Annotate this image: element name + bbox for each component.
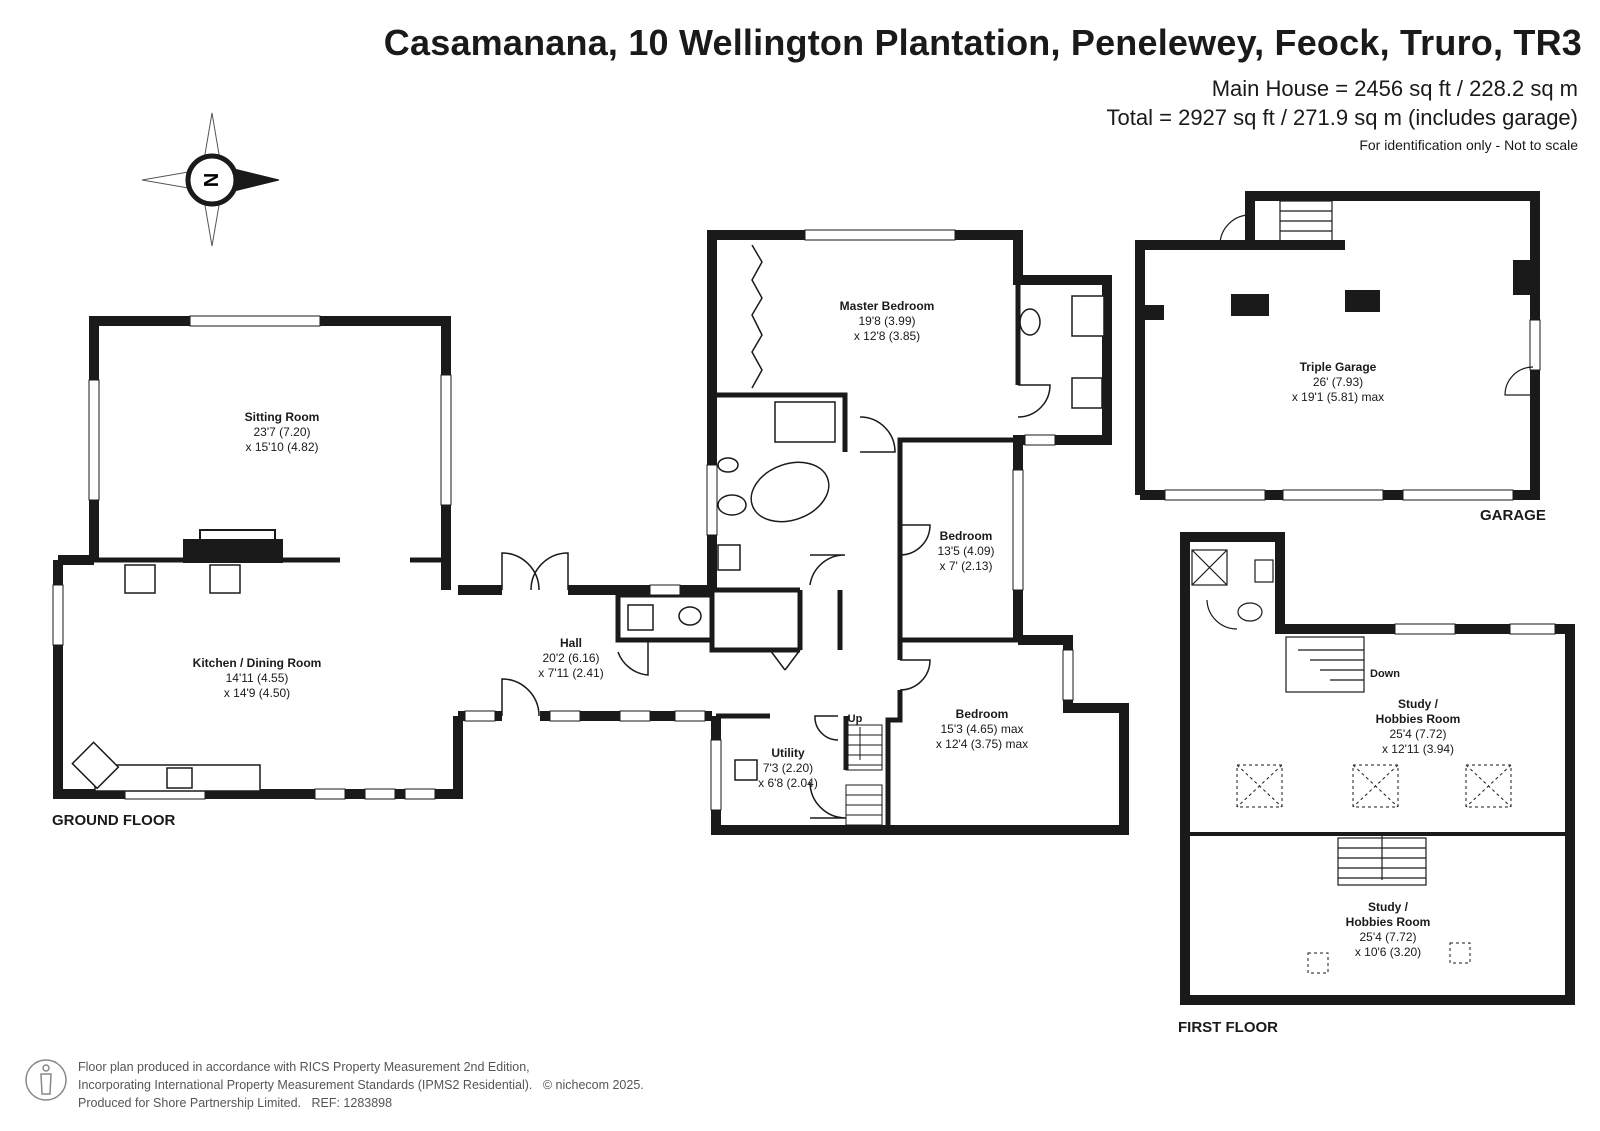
garage-floor-label: GARAGE	[1480, 507, 1546, 524]
room-study1-dim2: x 12'11 (3.94)	[1382, 742, 1454, 756]
compass-letter: N	[199, 173, 221, 187]
room-study2-name2: Hobbies Room	[1346, 915, 1431, 929]
footer-line-1: Floor plan produced in accordance with R…	[78, 1060, 530, 1074]
disclaimer-note: For identification only - Not to scale	[1359, 137, 1578, 153]
footer-line-2: Incorporating International Property Mea…	[78, 1078, 533, 1092]
room-master-name: Master Bedroom	[840, 299, 935, 313]
room-bed3-dim2: x 12'4 (3.75) max	[936, 737, 1028, 751]
room-hall-name: Hall	[560, 636, 582, 650]
room-master-dim1: 19'8 (3.99)	[859, 314, 916, 328]
page-title: Casamanana, 10 Wellington Plantation, Pe…	[383, 22, 1582, 63]
first-floor-label: FIRST FLOOR	[1178, 1019, 1278, 1036]
room-utility-dim2: x 6'8 (2.04)	[758, 776, 818, 790]
stairs-down-label: Down	[1370, 668, 1400, 680]
room-bed2-name: Bedroom	[940, 529, 993, 543]
room-garage-dim2: x 19'1 (5.81) max	[1292, 390, 1384, 404]
room-bed2-dim2: x 7' (2.13)	[940, 559, 993, 573]
room-master-dim2: x 12'8 (3.85)	[854, 329, 920, 343]
compass-icon: N	[141, 112, 280, 247]
room-study2-name1: Study /	[1368, 900, 1409, 914]
room-sitting-dim2: x 15'10 (4.82)	[245, 440, 318, 454]
room-bed2-dim1: 13'5 (4.09)	[938, 544, 995, 558]
room-study1-name2: Hobbies Room	[1376, 712, 1461, 726]
room-utility-name: Utility	[771, 746, 805, 760]
room-study1-dim1: 25'4 (7.72)	[1390, 727, 1447, 741]
room-kitchen-dim2: x 14'9 (4.50)	[224, 686, 290, 700]
footer-credits: Floor plan produced in accordance with R…	[78, 1058, 644, 1112]
footer-ref: REF: 1283898	[311, 1096, 393, 1110]
room-hall-dim2: x 7'11 (2.41)	[538, 666, 603, 680]
room-utility-dim1: 7'3 (2.20)	[763, 761, 813, 775]
main-house-area: Main House = 2456 sq ft / 228.2 sq m	[1211, 76, 1578, 101]
room-hall-dim1: 20'2 (6.16)	[543, 651, 600, 665]
room-study2-dim1: 25'4 (7.72)	[1360, 930, 1417, 944]
person-logo-icon	[25, 1059, 67, 1101]
stairs-up-label: Up	[848, 713, 863, 725]
room-kitchen-name: Kitchen / Dining Room	[193, 656, 322, 670]
room-bed3-dim1: 15'3 (4.65) max	[941, 722, 1024, 736]
room-garage-name: Triple Garage	[1300, 360, 1377, 374]
room-study1-name1: Study /	[1398, 697, 1439, 711]
room-garage-dim1: 26' (7.93)	[1313, 375, 1363, 389]
room-sitting-name: Sitting Room	[245, 410, 320, 424]
room-study2-dim2: x 10'6 (3.20)	[1355, 945, 1421, 959]
room-kitchen-dim1: 14'11 (4.55)	[226, 671, 289, 685]
footer-line-3: Produced for Shore Partnership Limited.	[78, 1096, 302, 1110]
room-sitting-dim1: 23'7 (7.20)	[254, 425, 311, 439]
ground-floor-label: GROUND FLOOR	[52, 812, 175, 829]
footer-copyright: © nichecom 2025.	[542, 1078, 644, 1092]
room-bed3-name: Bedroom	[956, 707, 1009, 721]
total-area: Total = 2927 sq ft / 271.9 sq m (include…	[1106, 105, 1578, 130]
